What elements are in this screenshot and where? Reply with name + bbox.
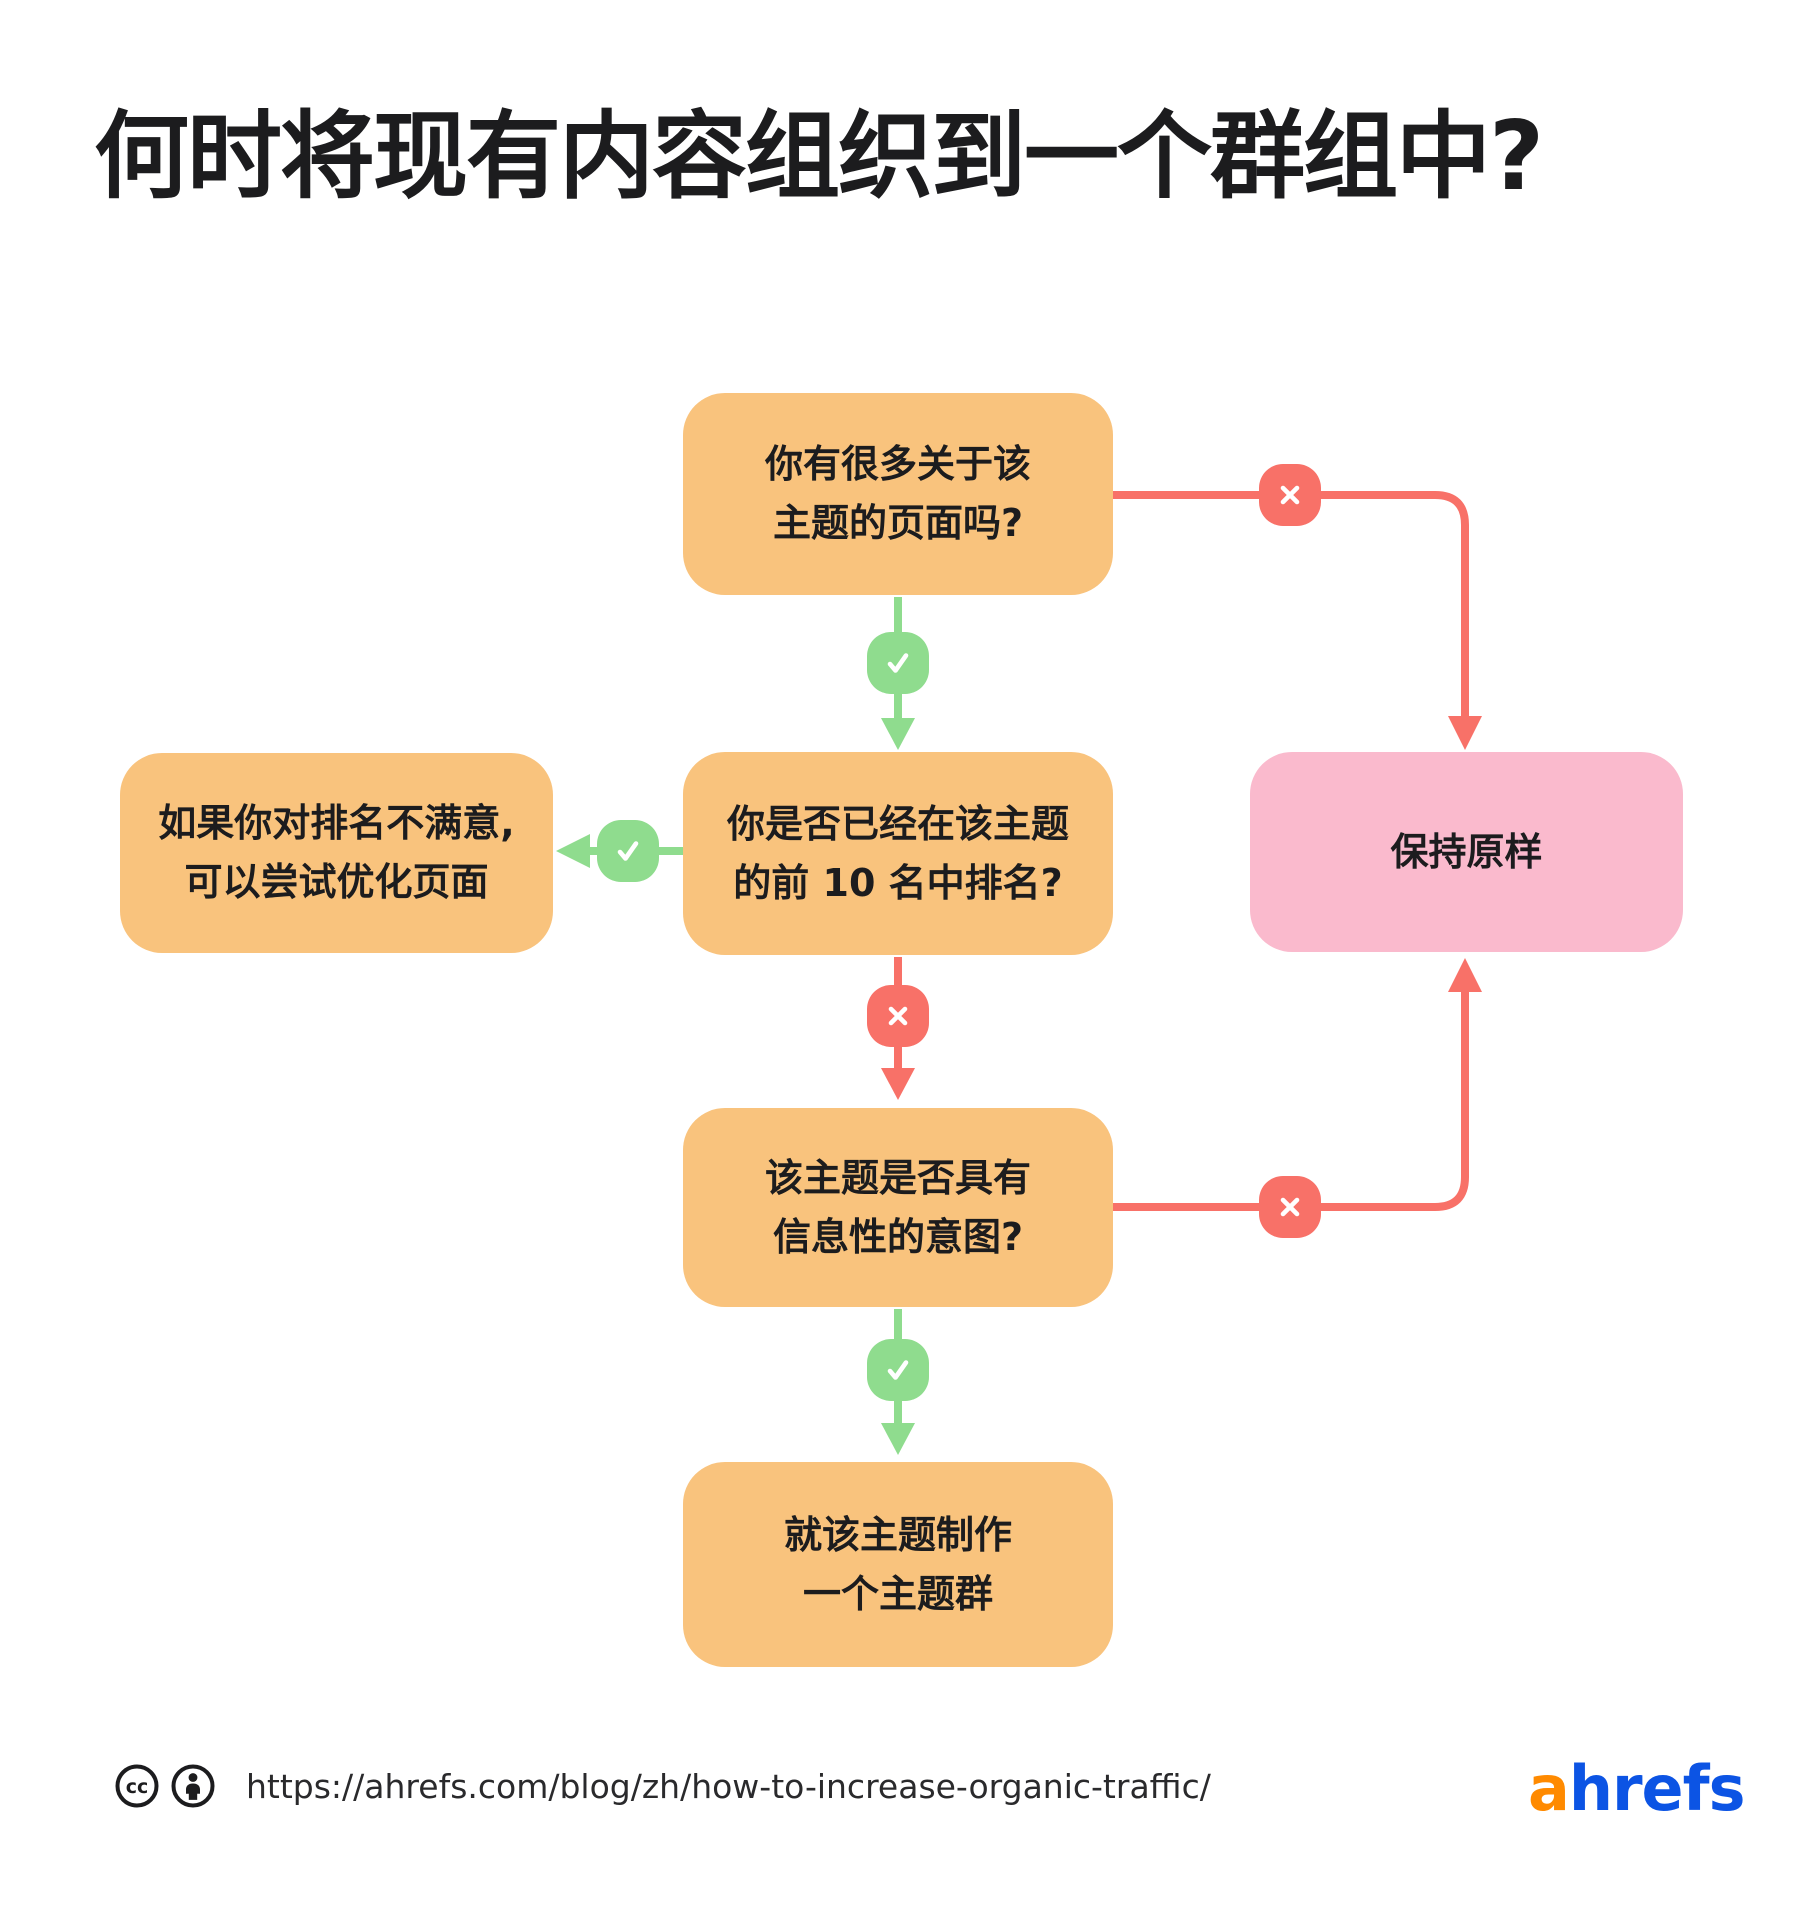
yes-badge-q2 — [597, 820, 659, 882]
node-text-line: 该主题是否具有 — [764, 1155, 1031, 1200]
node-question-many-pages: 你有很多关于该 主题的页面吗? — [683, 393, 1113, 595]
check-icon — [887, 653, 909, 673]
no-badge-q2 — [867, 985, 929, 1047]
ahrefs-logo: ahrefs — [1528, 1752, 1745, 1825]
node-text-line: 如果你对排名不满意, — [158, 801, 515, 846]
node-text-line: 一个主题群 — [802, 1571, 993, 1616]
footer: cc https://ahrefs.com/blog/zh/how-to-inc… — [114, 1760, 1211, 1812]
node-text-line: 主题的页面吗? — [772, 501, 1024, 545]
x-icon — [1280, 1197, 1300, 1217]
x-icon — [888, 1006, 908, 1026]
svg-text:cc: cc — [126, 1776, 149, 1798]
node-text-line: 就该主题制作 — [783, 1512, 1012, 1557]
node-text-line: 你是否已经在该主题 — [726, 801, 1069, 846]
edge-q3-keep — [1113, 958, 1482, 1211]
rank-number: 10 — [822, 860, 876, 905]
no-badge-q1 — [1259, 464, 1321, 526]
node-action-optimize-page: 如果你对排名不满意, 可以尝试优化页面 — [120, 753, 553, 953]
node-action-keep-as-is: 保持原样 — [1250, 752, 1683, 952]
x-icon — [1280, 485, 1300, 505]
yes-badge-q3 — [867, 1339, 929, 1401]
node-question-top10-ranking: 你是否已经在该主题 的前 10 名中排名? — [683, 752, 1113, 955]
cc-icon: cc — [115, 1764, 159, 1808]
node-action-create-topic-cluster: 就该主题制作 一个主题群 — [683, 1462, 1113, 1667]
node-text-line: 的前 10 名中排名? — [733, 860, 1063, 905]
node-question-informational-intent: 该主题是否具有 信息性的意图? — [683, 1108, 1113, 1307]
check-icon — [617, 841, 639, 861]
node-text-line: 信息性的意图? — [772, 1214, 1024, 1259]
check-icon — [887, 1360, 909, 1380]
edge-q1-keep — [1113, 491, 1482, 750]
ahrefs-logo-hrefs: hrefs — [1568, 1752, 1746, 1825]
node-text-line: 保持原样 — [1390, 829, 1543, 874]
page-title: 何时将现有内容组织到一个群组中? — [94, 102, 1544, 212]
source-url: https://ahrefs.com/blog/zh/how-to-increa… — [246, 1766, 1211, 1806]
attribution-icon — [171, 1764, 215, 1808]
node-text-line: 可以尝试优化页面 — [184, 860, 489, 904]
yes-badge-q1 — [867, 632, 929, 694]
no-badge-q3 — [1259, 1176, 1321, 1238]
node-text-line: 你有很多关于该 — [764, 442, 1031, 487]
ahrefs-logo-a: a — [1528, 1752, 1570, 1825]
